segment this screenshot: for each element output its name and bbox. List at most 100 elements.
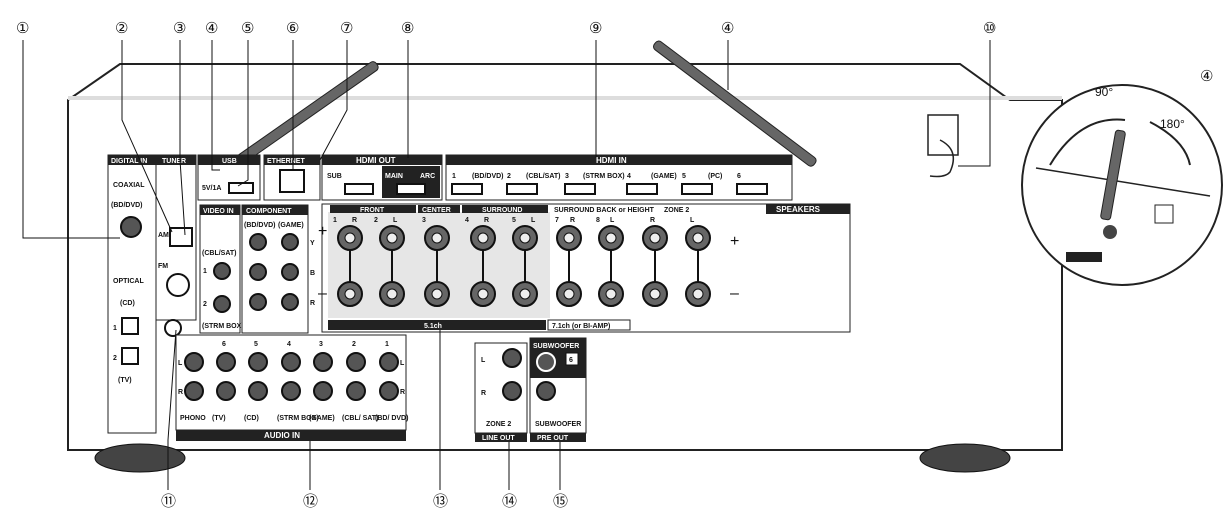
callout-7: ⑦ — [340, 20, 353, 37]
subwoofer-out-jack[interactable] — [536, 352, 556, 372]
hdmi-in-panel: HDMI IN 1(BD/DVD)2(CBL/SAT)3(STRM BOX)4(… — [445, 154, 793, 201]
component-b-pr-jack[interactable] — [281, 293, 299, 311]
callout-lines — [22, 40, 991, 490]
speaker-channel-label: 2 — [374, 217, 378, 224]
speaker-terminal-center — [519, 288, 531, 300]
audio-in-source-label: (GAME) — [309, 415, 335, 422]
hdmi-out-label: HDMI OUT — [356, 156, 396, 165]
subwoofer-label: SUBWOOFER — [533, 343, 579, 350]
audio-in-r-jack[interactable] — [379, 381, 399, 401]
optical-1-jack[interactable] — [121, 317, 139, 335]
audio-in-source-label: PHONO — [180, 415, 206, 422]
am-antenna-terminal[interactable] — [169, 227, 193, 247]
fm-antenna-jack[interactable] — [166, 273, 190, 297]
ethernet-port[interactable] — [279, 169, 305, 193]
speakers-label: SPEAKERS — [776, 205, 821, 214]
pr-label: R — [310, 300, 315, 307]
fm-label: FM — [158, 263, 168, 270]
front-label: FRONT — [360, 207, 385, 214]
line-out-label: LINE OUT — [482, 435, 515, 442]
hdmi-in-6-port[interactable] — [736, 183, 768, 195]
component-label: COMPONENT — [246, 208, 292, 215]
callout-14: ⑭ — [502, 493, 517, 510]
audio-in-r-jack[interactable] — [346, 381, 366, 401]
video-in-1-jack[interactable] — [213, 262, 231, 280]
audio-in-r-jack[interactable] — [313, 381, 333, 401]
audio-in-l-jack[interactable] — [281, 352, 301, 372]
audio-in-source-label: (CD) — [244, 415, 259, 422]
speaker-terminal-center — [692, 288, 704, 300]
pre-out-label: PRE OUT — [537, 435, 569, 442]
digital-in-panel: DIGITAL IN COAXIAL (BD/DVD) OPTICAL (CD)… — [107, 154, 157, 434]
subwoofer-num: 6 — [569, 357, 573, 364]
usb-port[interactable] — [228, 182, 254, 194]
audio-in-source-label: (CBL/ SAT) — [342, 415, 378, 422]
plus-right: + — [730, 233, 739, 250]
component-a-pr-jack[interactable] — [249, 293, 267, 311]
optical-1-label: (CD) — [120, 300, 135, 307]
audio-in-l-jack[interactable] — [313, 352, 333, 372]
hdmi-in-1-port[interactable] — [451, 183, 483, 195]
audio-in-l-jack[interactable] — [379, 352, 399, 372]
audio-in-l-jack[interactable] — [346, 352, 366, 372]
am-label: AM — [158, 232, 169, 239]
speaker-channel-label: 7 — [555, 217, 559, 224]
audio-in-source-label: (BD/ DVD) — [375, 415, 408, 422]
hdmi-in-label: HDMI IN — [596, 156, 627, 165]
hdmi-in-3-port[interactable] — [564, 183, 596, 195]
audio-in-num: 1 — [385, 341, 389, 348]
audio-in-r-jack[interactable] — [281, 381, 301, 401]
usb-label: USB — [222, 158, 237, 165]
audio-in-r-label: R — [178, 389, 183, 396]
hdmi-in-port-label: 6 — [737, 173, 741, 180]
hdmi-sub-label: SUB — [327, 173, 342, 180]
component-b-label: (GAME) — [278, 222, 304, 229]
hdmi-in-port-label: (STRM BOX) — [583, 173, 625, 180]
component-b-pb-jack[interactable] — [281, 263, 299, 281]
hdmi-in-5-port[interactable] — [681, 183, 713, 195]
hdmi-in-2-port[interactable] — [506, 183, 538, 195]
audio-in-r-label-right: R — [400, 389, 405, 396]
callout-1: ① — [16, 20, 29, 37]
callout-15: ⑮ — [553, 493, 568, 510]
hdmi-in-port-label: 5 — [682, 173, 686, 180]
speaker-channel-label: 3 — [422, 217, 426, 224]
component-a-pb-jack[interactable] — [249, 263, 267, 281]
video-in-2-num: 2 — [203, 301, 207, 308]
hdmi-out-sub-port[interactable] — [344, 183, 374, 195]
video-in-2-jack[interactable] — [213, 295, 231, 313]
audio-in-l-jack[interactable] — [216, 352, 236, 372]
tuner-panel: TUNER AM FM — [155, 154, 197, 337]
audio-in-l-jack[interactable] — [184, 352, 204, 372]
speaker-terminal-center — [477, 288, 489, 300]
audio-in-l-jack[interactable] — [248, 352, 268, 372]
wireless-antenna-right[interactable] — [652, 39, 818, 167]
audio-in-r-jack[interactable] — [216, 381, 236, 401]
digital-in-label: DIGITAL IN — [111, 158, 147, 165]
component-panel: COMPONENT (BD/DVD) (GAME) Y B R — [241, 204, 315, 334]
callouts: ① ② ③ ④ ⑤ ⑥ ⑦ ⑧ ⑨ ④ ⑩ ④ ⑪ ⑫ ⑬ ⑭ ⑮ — [16, 20, 1213, 510]
component-b-y-jack[interactable] — [281, 233, 299, 251]
audio-in-r-jack[interactable] — [248, 381, 268, 401]
ground-terminal[interactable] — [164, 319, 182, 337]
hdmi-in-4-port[interactable] — [626, 183, 658, 195]
coaxial-jack[interactable] — [120, 216, 142, 238]
speaker-terminal-center — [563, 232, 575, 244]
speaker-terminal-center — [344, 232, 356, 244]
callout-4-detail: ④ — [1200, 68, 1213, 85]
video-in-1-num: 1 — [203, 268, 207, 275]
hdmi-in-port-label: 4 — [627, 173, 631, 180]
audio-in-r-jack[interactable] — [184, 381, 204, 401]
zone2-line-out-r-jack[interactable] — [502, 381, 522, 401]
subwoofer-a-out-jack[interactable] — [536, 381, 556, 401]
zone2-speaker-label: ZONE 2 — [664, 207, 689, 214]
power-inlet[interactable] — [927, 114, 959, 178]
hdmi-out-main-port[interactable] — [396, 183, 426, 195]
optical-2-jack[interactable] — [121, 347, 139, 365]
foot-right — [919, 443, 1011, 473]
hdmi-in-port-label: 3 — [565, 173, 569, 180]
component-a-y-jack[interactable] — [249, 233, 267, 251]
zone2-line-out-l-jack[interactable] — [502, 348, 522, 368]
speaker-terminal-center — [431, 288, 443, 300]
callout-8: ⑧ — [401, 20, 414, 37]
